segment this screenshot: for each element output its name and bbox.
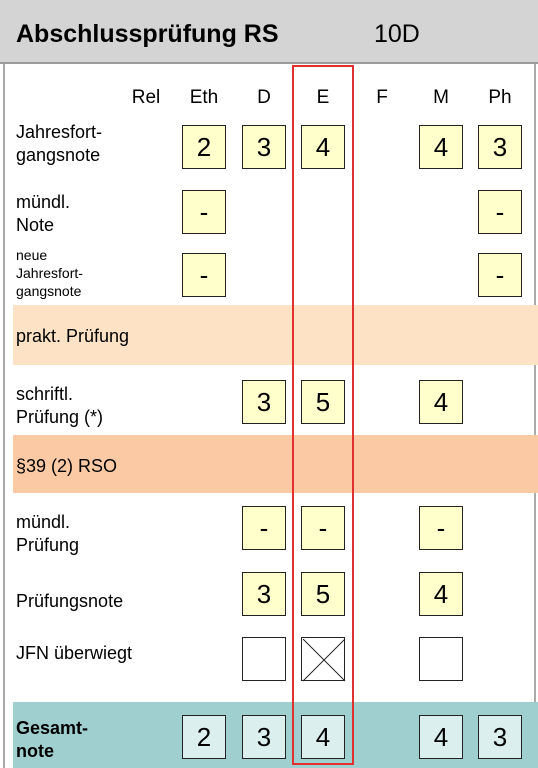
cross-mark-icon bbox=[302, 638, 346, 682]
grade-cell[interactable]: - bbox=[182, 190, 226, 234]
jfn-checkbox-d[interactable] bbox=[242, 637, 286, 681]
row-label-pruefungsnote: Prüfungsnote bbox=[16, 591, 124, 611]
final-grade-cell[interactable]: 2 bbox=[182, 715, 226, 759]
col-header-eth: Eth bbox=[189, 87, 219, 108]
row-label-jahresfortgangsnote: Jahresfort- gangsnote bbox=[16, 122, 103, 165]
row-label-muendl-note: mündl. Note bbox=[16, 192, 71, 235]
grade-cell[interactable]: 4 bbox=[419, 572, 463, 616]
grade-cell[interactable]: 4 bbox=[301, 125, 345, 169]
final-grade-cell[interactable]: 4 bbox=[301, 715, 345, 759]
row-label-schriftl-pruefung: schriftl. Prüfung (*) bbox=[16, 384, 104, 427]
row-label-jfn-ueberwiegt: JFN überwiegt bbox=[16, 643, 133, 663]
row-label-rso: §39 (2) RSO bbox=[16, 456, 118, 476]
col-header-rel: Rel bbox=[131, 87, 161, 108]
jfn-checkbox-m[interactable] bbox=[419, 637, 463, 681]
class-id: 10D bbox=[374, 20, 420, 48]
grade-cell[interactable]: 3 bbox=[478, 125, 522, 169]
final-grade-cell[interactable]: 3 bbox=[242, 715, 286, 759]
jfn-checkbox-e[interactable] bbox=[301, 637, 346, 682]
row-label-muendl-pruefung: mündl. Prüfung bbox=[16, 512, 80, 555]
table-frame bbox=[3, 64, 536, 768]
col-header-f: F bbox=[376, 87, 388, 108]
grade-cell[interactable]: - bbox=[419, 506, 463, 550]
grade-cell[interactable]: 4 bbox=[419, 380, 463, 424]
final-grade-cell[interactable]: 3 bbox=[478, 715, 522, 759]
grade-cell[interactable]: - bbox=[478, 190, 522, 234]
grade-cell[interactable]: 2 bbox=[182, 125, 226, 169]
prakt-pruefung-band bbox=[13, 305, 538, 365]
page-title: Abschlussprüfung RS bbox=[16, 20, 279, 48]
grade-cell[interactable]: - bbox=[301, 506, 345, 550]
grade-cell[interactable]: - bbox=[478, 253, 522, 297]
grade-cell[interactable]: 3 bbox=[242, 380, 286, 424]
grade-cell[interactable]: 3 bbox=[242, 125, 286, 169]
grade-cell[interactable]: 3 bbox=[242, 572, 286, 616]
col-header-ph: Ph bbox=[488, 87, 512, 108]
col-header-e: E bbox=[316, 87, 330, 108]
grade-cell[interactable]: 4 bbox=[419, 125, 463, 169]
col-header-d: D bbox=[257, 87, 271, 108]
row-label-prakt-pruefung: prakt. Prüfung bbox=[16, 326, 130, 346]
row-label-neue-jfn: neue Jahresfort- gangsnote bbox=[16, 247, 83, 299]
header-bar: Abschlussprüfung RS 10D bbox=[0, 0, 538, 64]
rso-band bbox=[13, 435, 538, 493]
col-header-m: M bbox=[433, 87, 449, 108]
grade-cell[interactable]: 5 bbox=[301, 380, 345, 424]
grade-cell[interactable]: - bbox=[182, 253, 226, 297]
grade-cell[interactable]: - bbox=[242, 506, 286, 550]
grade-cell[interactable]: 5 bbox=[301, 572, 345, 616]
row-label-gesamtnote: Gesamt- note bbox=[16, 718, 89, 761]
final-grade-cell[interactable]: 4 bbox=[419, 715, 463, 759]
